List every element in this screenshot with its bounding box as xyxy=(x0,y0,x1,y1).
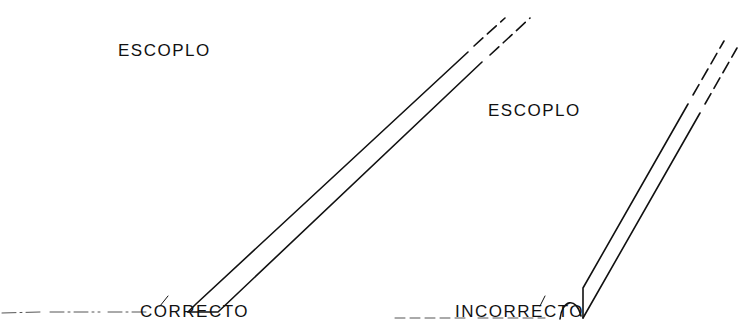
wood-surface xyxy=(2,312,148,313)
verdict-label: INCORRECTO xyxy=(455,303,584,320)
chisel-continuation xyxy=(490,18,530,55)
chisel-lower-edge xyxy=(583,113,700,318)
tool-label: ESCOPLO xyxy=(488,102,581,119)
chisel-upper-edge xyxy=(583,104,688,318)
chisel-lower-edge xyxy=(188,62,482,312)
tool-label: ESCOPLO xyxy=(118,42,211,59)
chisel-continuation xyxy=(474,18,505,46)
chisel-continuation xyxy=(693,41,724,95)
verdict-label: CORRECTO xyxy=(140,303,249,320)
chisel-continuation xyxy=(705,48,737,104)
chisel-upper-edge xyxy=(188,52,468,312)
